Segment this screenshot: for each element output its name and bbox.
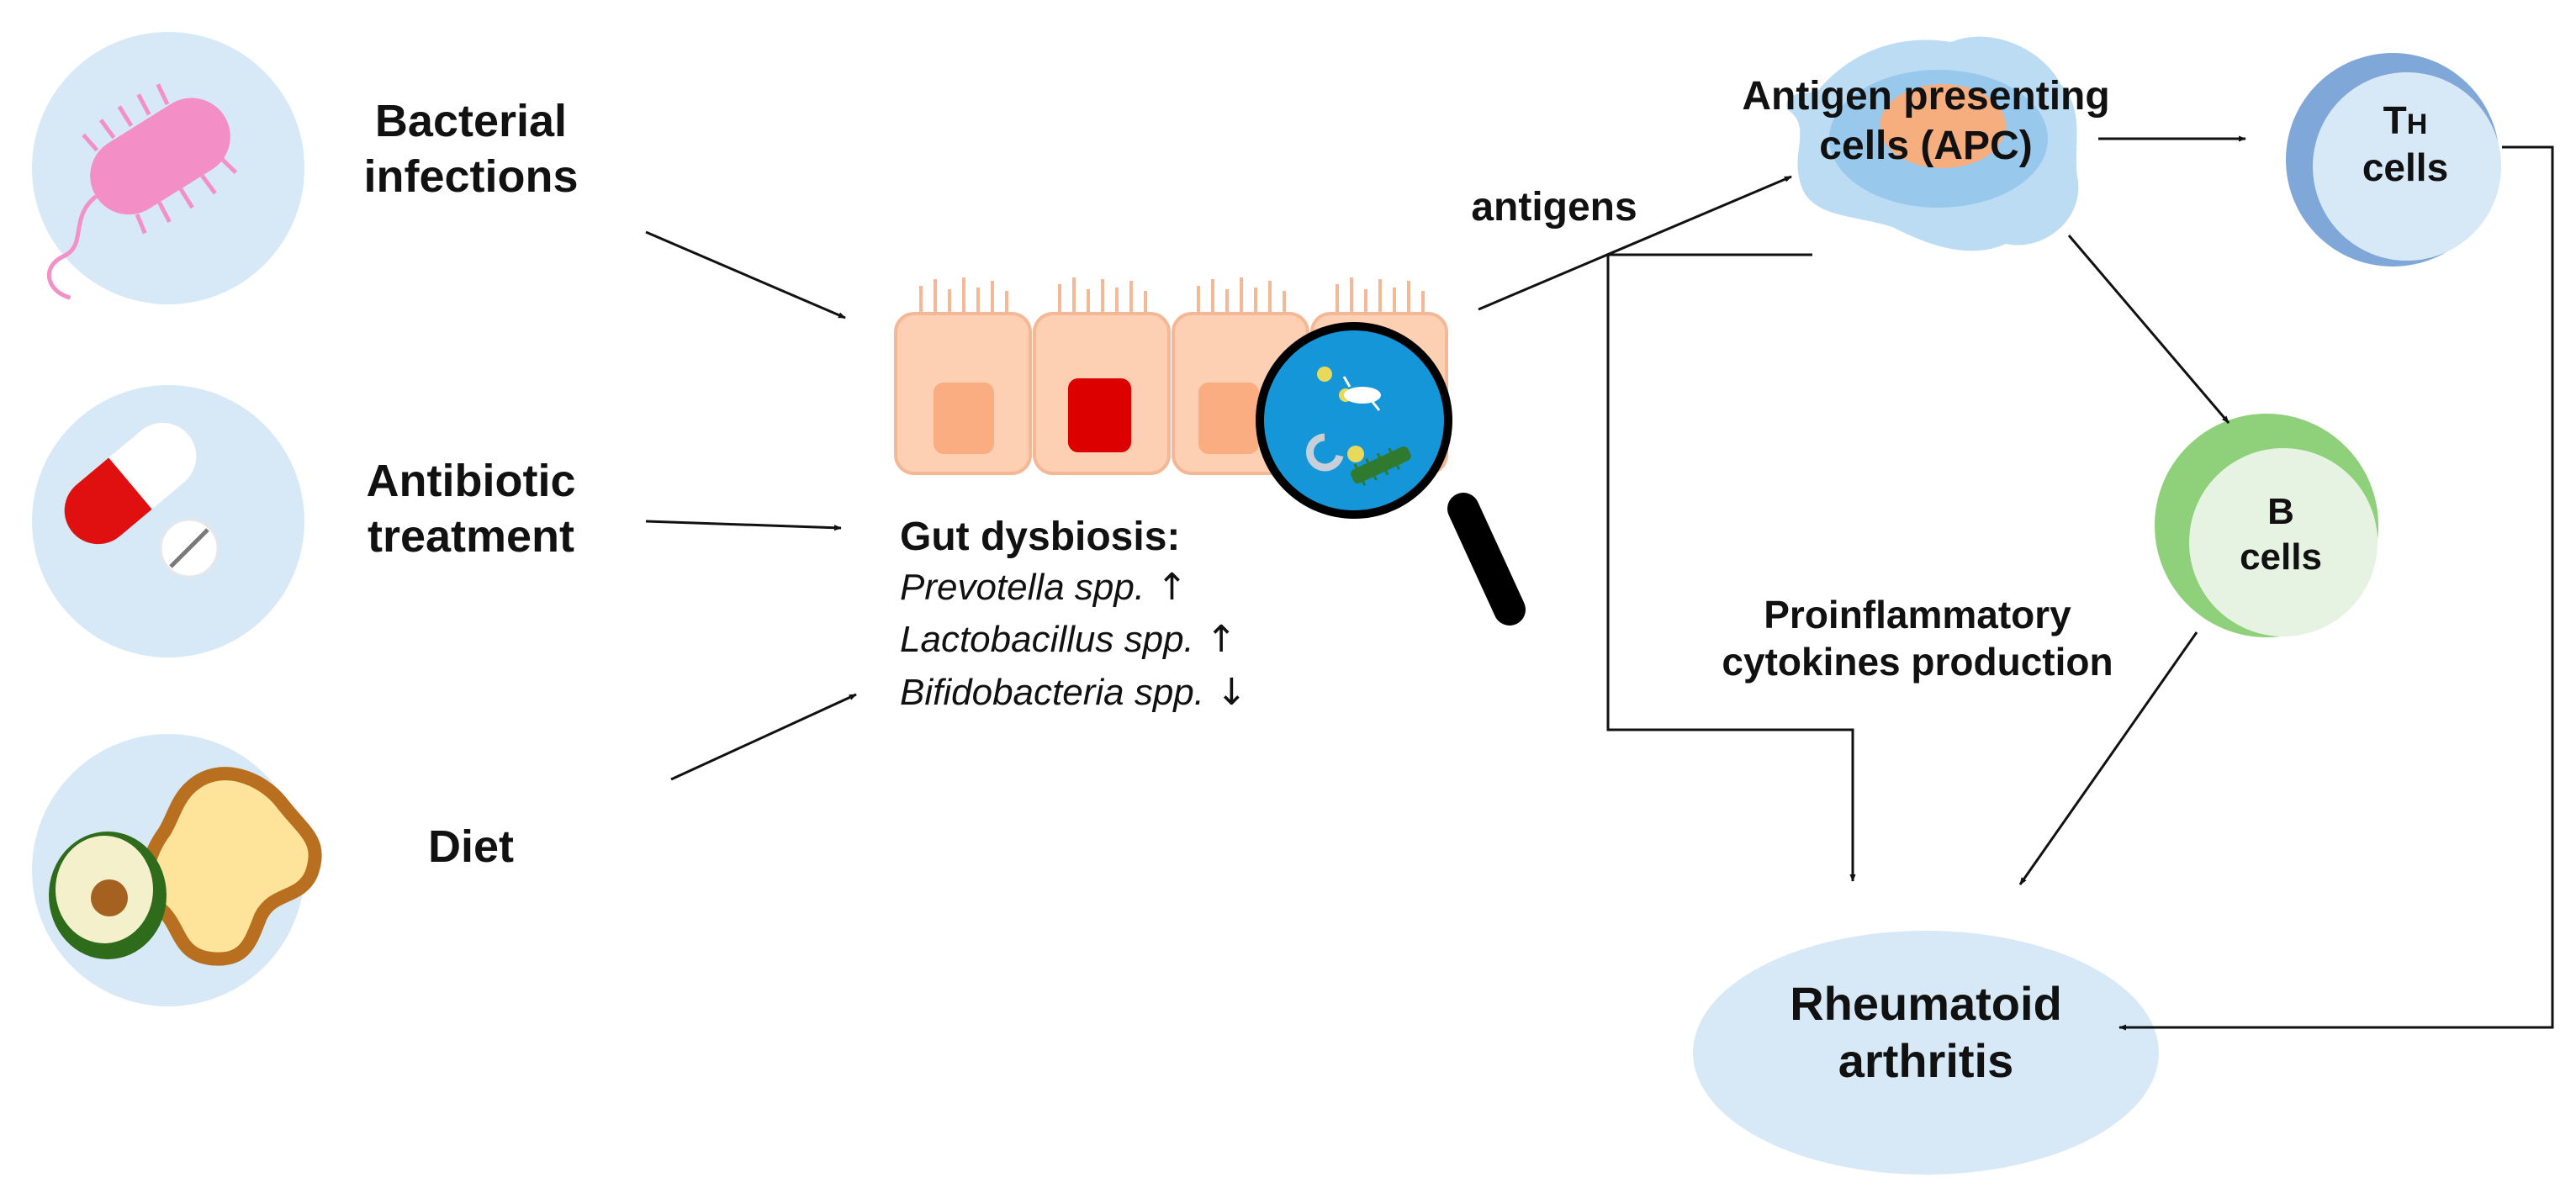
label-apc: Antigen presenting cells (APC) <box>1707 72 2145 171</box>
th-cell-icon <box>2286 53 2501 267</box>
dysbiosis-row-bifidobacteria: Bifidobacteria spp. ↓ <box>900 667 1247 719</box>
arrow-diet-to-gut <box>670 693 857 781</box>
label-th-line1: TH <box>2330 97 2481 144</box>
b-cell-icon <box>2155 414 2378 637</box>
up-arrow-icon: ↑ <box>1156 565 1187 609</box>
label-bacterial-line1: Bacterial <box>374 96 568 146</box>
label-b-line2: cells <box>2240 536 2322 578</box>
antibiotic-pill-icon <box>32 385 304 657</box>
label-ra-line2: arthritis <box>1838 1034 2014 1088</box>
label-cytokines: Proinflammatory cytokines production <box>1665 591 2170 685</box>
label-apc-line1: Antigen presenting <box>1742 74 2110 119</box>
label-b-cells: B cells <box>2205 489 2356 579</box>
dysbiosis-name: Bifidobacteria spp. <box>900 671 1204 713</box>
arrow-antibiotic-to-gut <box>645 520 842 531</box>
magnifier-icon <box>1256 322 1526 626</box>
label-th-main: T <box>2383 98 2407 142</box>
up-arrow-icon: ↑ <box>1205 618 1237 662</box>
label-th-cells: TH cells <box>2330 97 2481 191</box>
label-apc-line2: cells (APC) <box>1819 123 2033 168</box>
gut-dysbiosis-block: Gut dysbiosis: Prevotella spp. ↑ Lactobac… <box>900 513 1247 719</box>
label-rheumatoid-arthritis: Rheumatoid arthritis <box>1707 975 2145 1090</box>
apc-cell-icon <box>1786 36 2079 251</box>
dysbiosis-name: Prevotella spp. <box>900 566 1145 608</box>
dysbiosis-name: Lactobacillus spp. <box>900 619 1194 661</box>
label-diet-text: Diet <box>427 821 514 872</box>
label-cytokines-line2: cytokines production <box>1722 640 2113 684</box>
label-antibiotic-treatment: Antibiotic treatment <box>336 454 606 565</box>
ra-ellipse <box>1693 931 2159 1175</box>
arrow-gut-to-apc <box>1478 175 1792 311</box>
gut-dysbiosis-title: Gut dysbiosis: <box>900 515 1181 559</box>
label-bacterial-line2: infections <box>363 150 579 202</box>
arrow-bacterial-to-gut <box>645 230 846 319</box>
label-antigens: antigens <box>1453 183 1655 233</box>
label-antibiotic-line2: treatment <box>367 510 575 562</box>
label-antibiotic-line1: Antibiotic <box>366 456 576 506</box>
label-antigens-text: antigens <box>1471 185 1637 230</box>
label-ra-line1: Rheumatoid <box>1790 977 2062 1030</box>
label-b-line1: B <box>2267 491 2294 532</box>
arrow-bcell-to-ra <box>2018 631 2198 885</box>
bacteria-icon <box>32 32 304 304</box>
label-th-sub: H <box>2406 108 2428 140</box>
dysbiosis-row-lactobacillus: Lactobacillus spp. ↑ <box>900 614 1247 666</box>
arrow-apc-cytokines-to-ra <box>1606 253 1856 882</box>
label-cytokines-line1: Proinflammatory <box>1764 593 2071 636</box>
diet-food-icon <box>32 734 322 1006</box>
dysbiosis-row-prevotella: Prevotella spp. ↑ <box>900 562 1247 614</box>
label-bacterial-infections: Bacterial infections <box>362 94 580 205</box>
down-arrow-icon: ↓ <box>1216 670 1247 714</box>
arrow-th-to-ra <box>2118 145 2554 1031</box>
label-diet: Diet <box>404 820 538 875</box>
arrow-apc-to-bcell <box>2067 235 2230 424</box>
label-th-line2: cells <box>2362 145 2449 190</box>
